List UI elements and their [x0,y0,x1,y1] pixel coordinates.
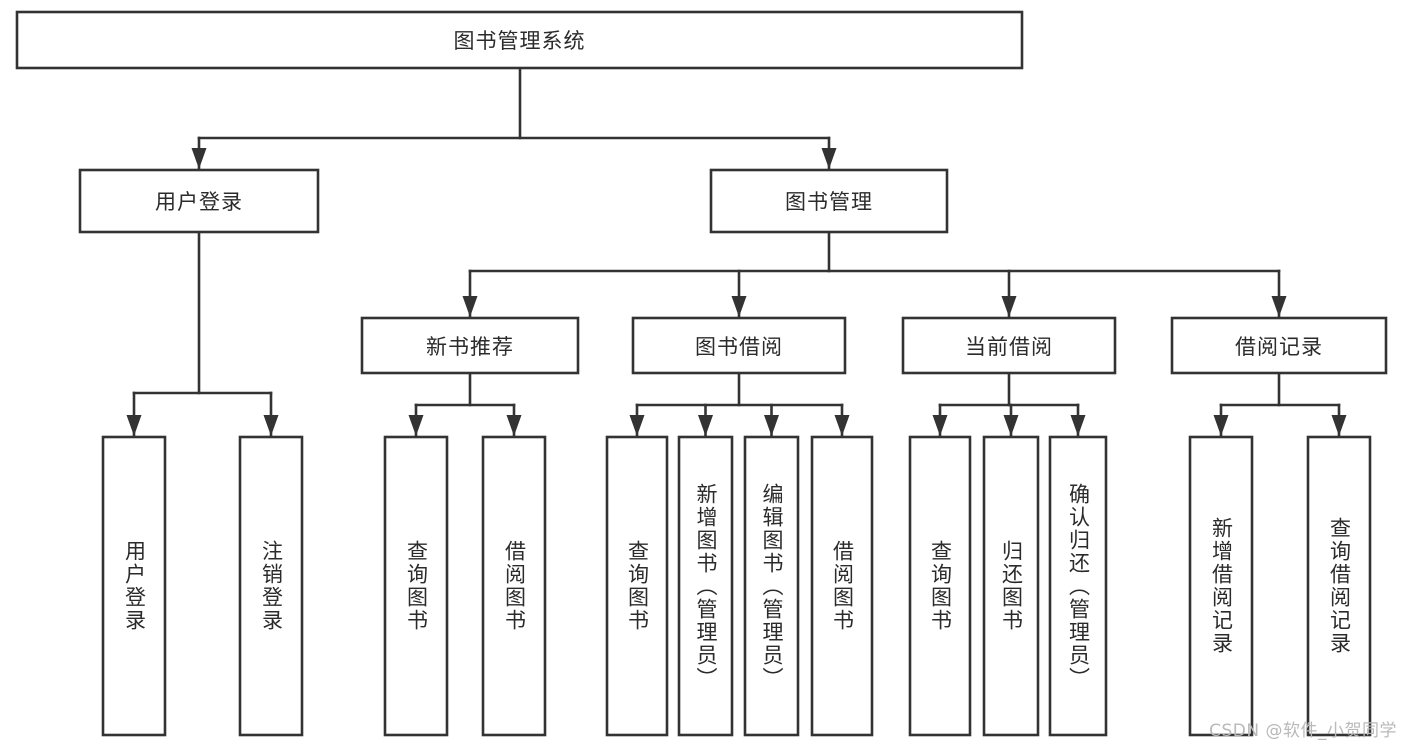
edge-leaf-add-book-admin-arrow-icon [698,415,713,436]
leaf-box-leaf-edit-book-admin[interactable] [743,435,800,737]
node-box-book-borrow[interactable] [631,316,847,375]
edge-bm-current-borrow-arrow-icon [1001,296,1017,317]
edge-leaf-query-book-3-arrow-icon [932,415,948,436]
edge-bm-borrow-record-arrow-icon [1271,296,1287,317]
node-box-root[interactable] [15,10,1024,70]
edge-root-user-login-arrow-icon [191,148,207,169]
leaf-box-leaf-add-borrow-rec[interactable] [1188,435,1254,737]
leaf-box-leaf-query-borrow-rec[interactable] [1306,435,1372,737]
leaf-box-leaf-query-book-2[interactable] [605,435,669,737]
edge-leaf-borrow-book-2-arrow-icon [834,415,850,436]
watermark-text: CSDN @软件_小贺同学 [1209,721,1397,741]
node-box-borrow-record[interactable] [1170,316,1388,375]
leaf-box-leaf-query-book-3[interactable] [908,435,972,737]
boxes-layer [15,10,1388,737]
leaf-box-leaf-query-book-1[interactable] [383,435,449,737]
node-box-current-borrow[interactable] [901,316,1117,375]
leaf-box-leaf-logout-login[interactable] [238,435,304,737]
leaf-box-leaf-borrow-book-2[interactable] [810,435,874,737]
edge-leaf-borrow-book-1-arrow-icon [506,415,522,436]
node-box-new-book-rec[interactable] [360,316,580,375]
edge-leaf-query-borrow-rec-arrow-icon [1331,415,1347,436]
leaf-box-leaf-add-book-admin[interactable] [677,435,734,737]
edge-bm-new-book-rec-arrow-icon [462,296,478,317]
leaf-box-leaf-confirm-return[interactable] [1048,435,1108,737]
edge-bm-book-borrow-arrow-icon [731,296,747,317]
edge-leaf-query-book-2-arrow-icon [629,415,645,436]
edge-leaf-add-borrow-rec-arrow-icon [1213,415,1229,436]
edge-leaf-logout-login-arrow-icon [263,415,279,436]
edge-leaf-user-login-arrow-icon [126,415,142,436]
edge-root-book-manage-arrow-icon [821,148,837,169]
edges-layer [126,66,1347,437]
edge-leaf-edit-book-admin-arrow-icon [764,415,779,436]
leaf-box-leaf-borrow-book-1[interactable] [481,435,547,737]
edge-leaf-return-book-arrow-icon [1003,415,1019,436]
leaf-box-leaf-user-login[interactable] [101,435,167,737]
edge-leaf-confirm-return-arrow-icon [1070,415,1086,436]
node-box-book-manage[interactable] [709,168,949,234]
edge-leaf-query-book-1-arrow-icon [408,415,424,436]
node-box-user-login[interactable] [78,168,320,234]
leaf-box-leaf-return-book[interactable] [982,435,1040,737]
